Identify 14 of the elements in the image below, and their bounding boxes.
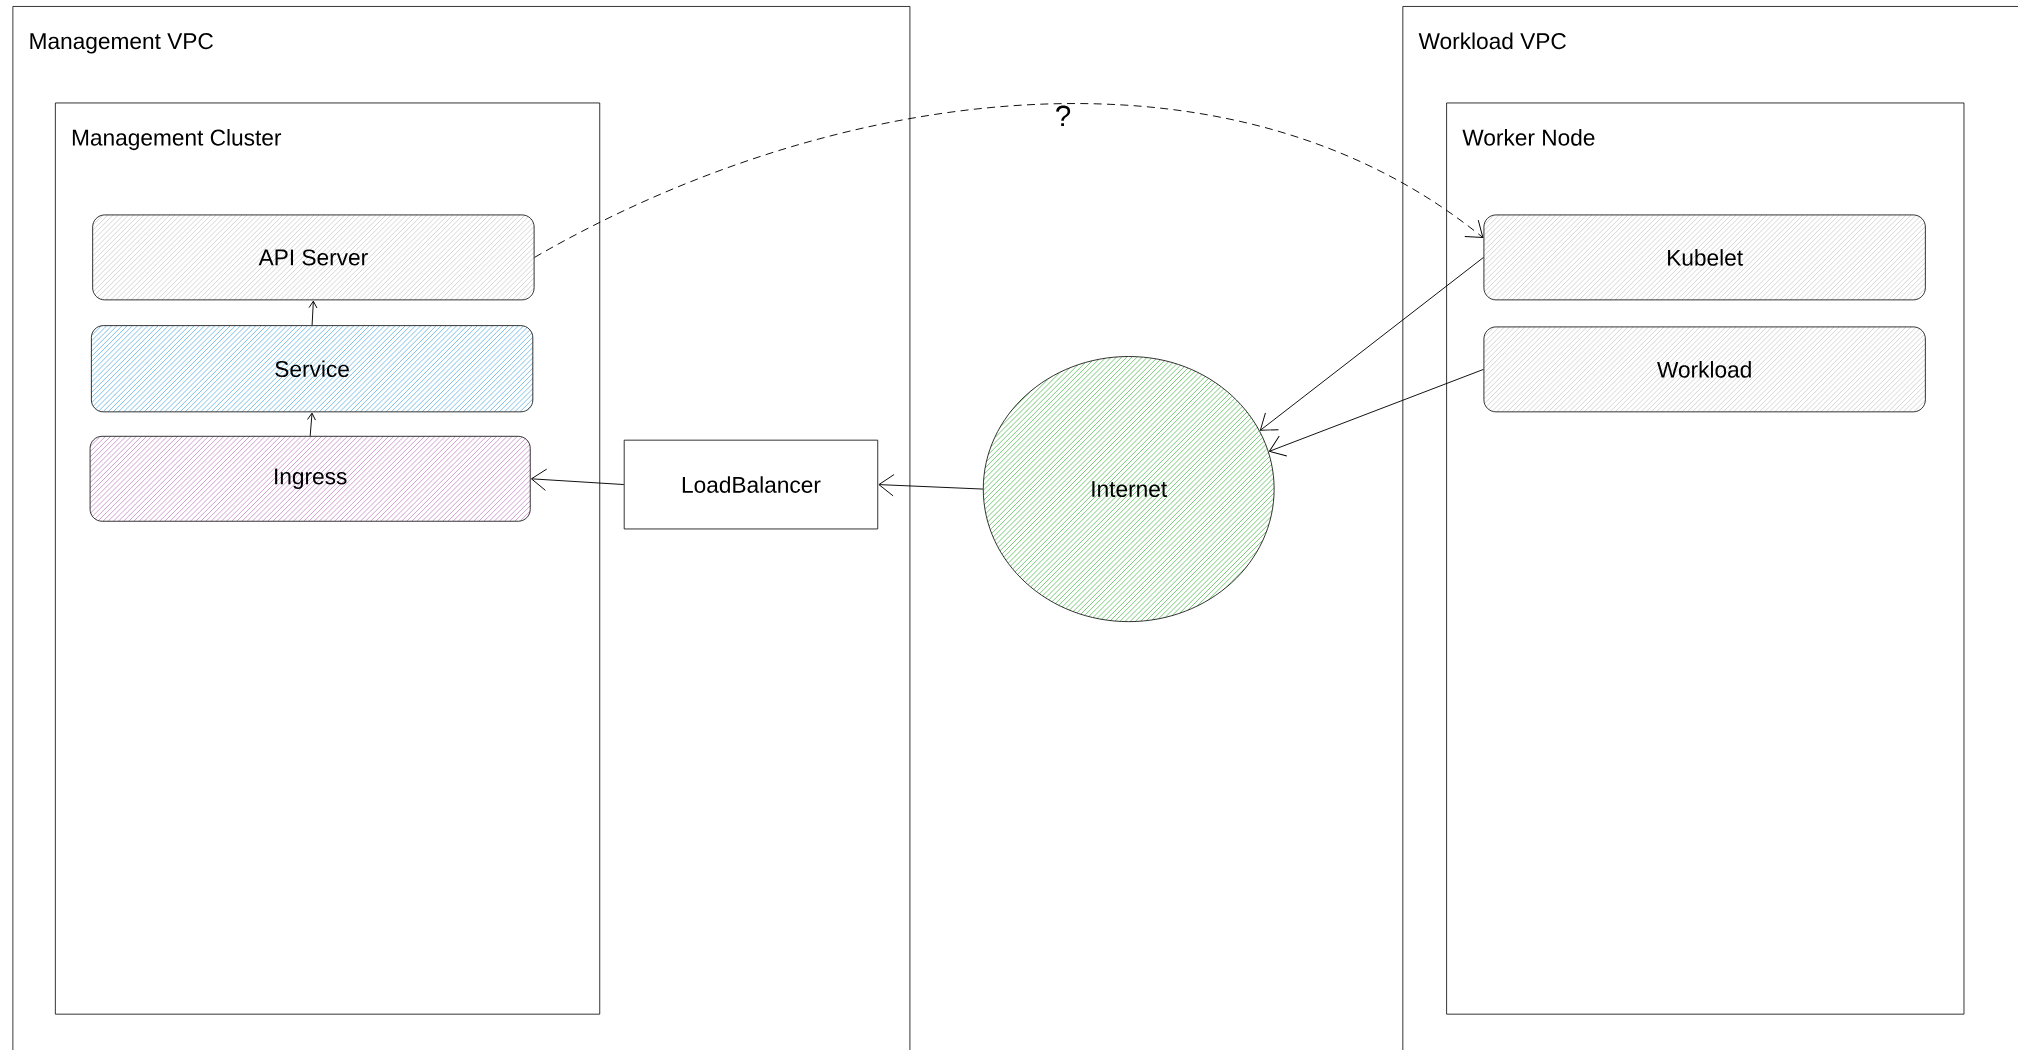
edge-label: ? [1056,105,1071,126]
service-box: Service [90,325,534,413]
arrow [878,474,984,497]
arrow [1259,256,1484,431]
ingress-box: Ingress [89,435,531,522]
arrow [308,300,318,326]
arrow [534,103,1484,258]
server-box: API Server [92,214,535,301]
arrow [530,468,625,491]
workload-box: Workload [1483,326,1926,413]
kubelet-box: Kubelet [1483,214,1926,301]
arrow [307,412,316,437]
arrow [1268,368,1484,457]
load-balancer-box: LoadBalancer [623,439,879,530]
